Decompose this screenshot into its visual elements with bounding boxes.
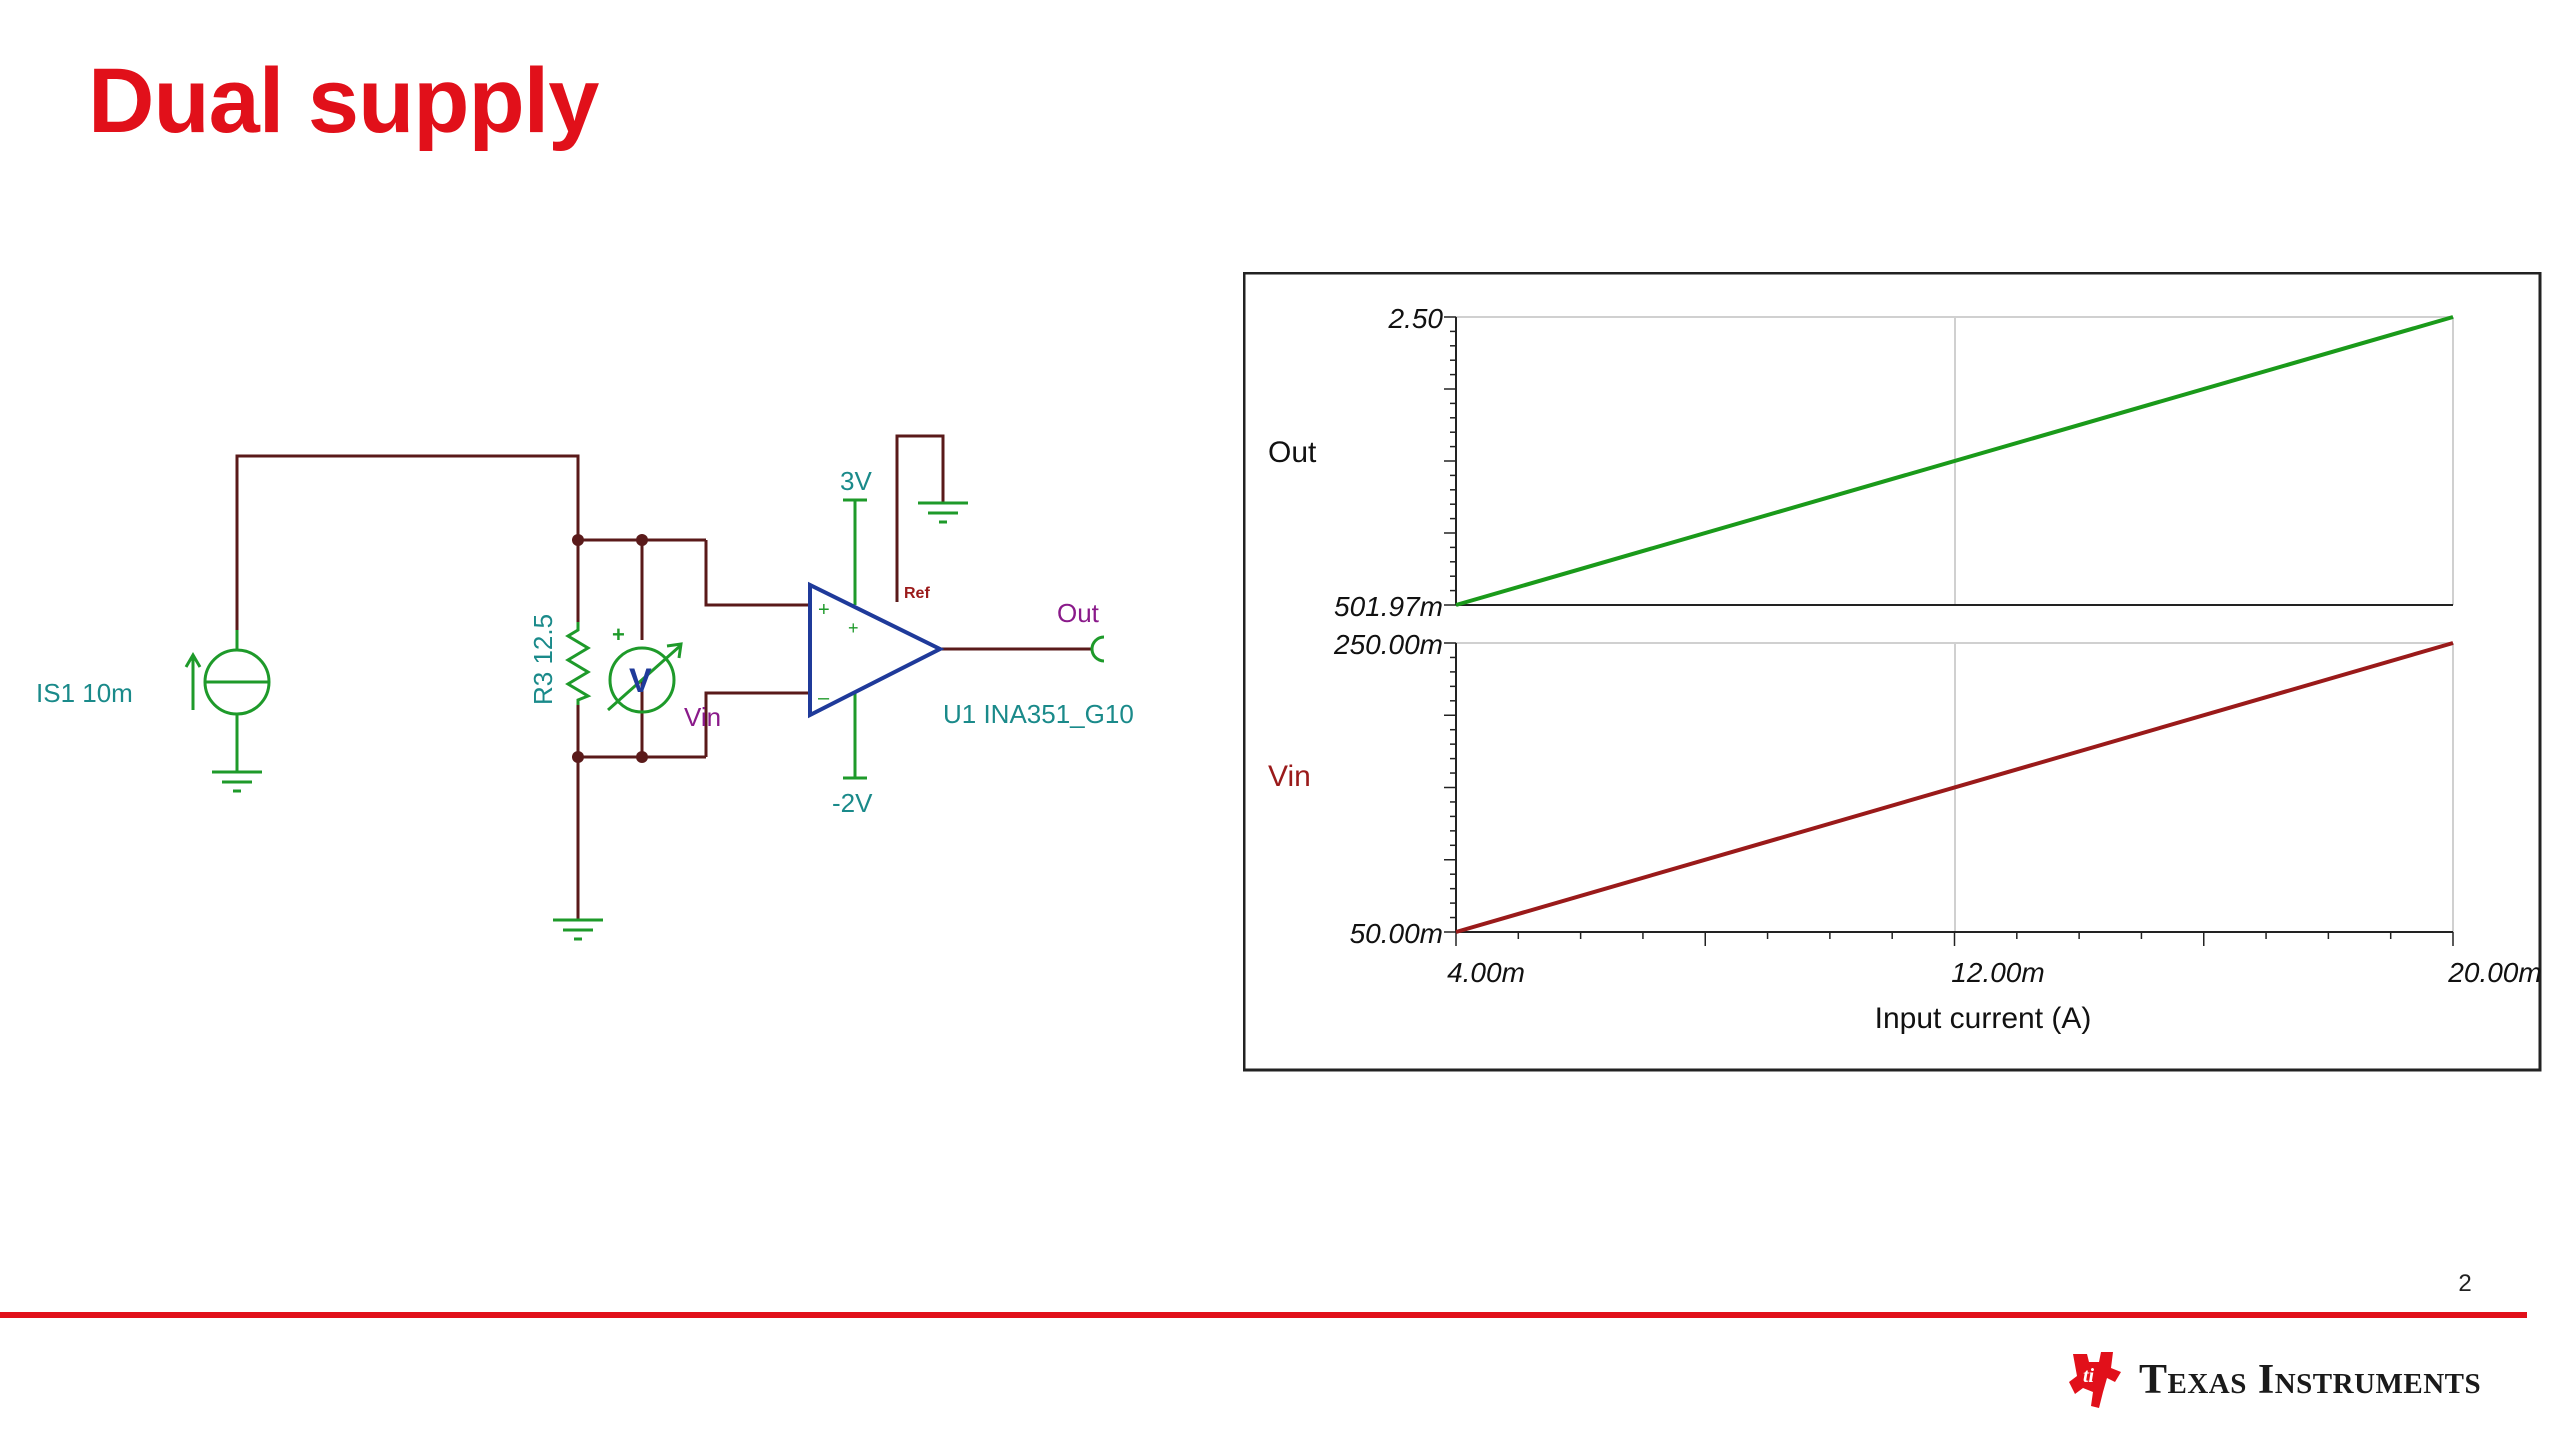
- wire-source-top: [235, 454, 580, 630]
- y-tick-out-bottom: 501.97m: [1334, 591, 1443, 622]
- y-tick-vin-top: 250.00m: [1333, 629, 1443, 660]
- junction-dot: [572, 534, 584, 546]
- x-tick-start: 4.00m: [1447, 957, 1525, 988]
- neg-supply-label: -2V: [832, 788, 873, 818]
- wire-to-plus: [704, 540, 810, 607]
- trace-out: [1455, 315, 2454, 607]
- plot-frame: [1243, 272, 2542, 1072]
- slide-title: Dual supply: [88, 50, 599, 152]
- brand-logo: ti Texas Instruments: [2065, 1348, 2481, 1412]
- footer-rule: [0, 1312, 2527, 1318]
- minor-ticks: [1444, 316, 2454, 946]
- output-terminal: [1090, 635, 1105, 663]
- brand-name: Texas Instruments: [2139, 1357, 2482, 1403]
- voltmeter-letter: V: [629, 662, 652, 700]
- ti-logo-icon: ti: [2069, 1352, 2121, 1408]
- trace-vin: [1455, 641, 2454, 934]
- out-net-label: Out: [1057, 598, 1100, 628]
- ground-symbol-ref: [918, 501, 968, 524]
- opamp-minus-input: –: [818, 687, 830, 709]
- amp-label: U1 INA351_G10: [943, 699, 1134, 729]
- panel-label-vin: Vin: [1268, 760, 1311, 793]
- ground-symbol-node: [553, 918, 603, 941]
- voltmeter-symbol: [607, 642, 683, 714]
- ground-symbol-source: [212, 770, 262, 793]
- opamp-plus-inner: +: [848, 618, 859, 638]
- y-tick-out-top: 2.50: [1388, 303, 1444, 334]
- simulation-plot: 2.50 501.97m 250.00m 50.00m 4.00m 12.00m…: [1243, 272, 2542, 1072]
- junction-dot: [636, 751, 648, 763]
- vin-net-label: Vin: [684, 702, 721, 732]
- wire-ref: [895, 434, 945, 602]
- wire-to-minus: [704, 691, 810, 757]
- pos-supply-label: 3V: [840, 466, 872, 496]
- voltmeter-plus-label: +: [612, 622, 625, 647]
- y-tick-vin-bottom: 50.00m: [1350, 918, 1443, 949]
- x-axis-label: Input current (A): [1875, 1002, 2092, 1035]
- circuit-schematic: IS1 10m R3 12.5 V + Vin + – + Ref 3V -2V…: [36, 434, 1134, 941]
- x-tick-mid: 12.00m: [1951, 957, 2044, 988]
- resistor-symbol: [565, 622, 592, 705]
- source-label: IS1 10m: [36, 678, 133, 708]
- ref-label: Ref: [904, 585, 930, 602]
- page-number: 2: [2458, 1270, 2472, 1297]
- svg-text:ti: ti: [2083, 1365, 2095, 1387]
- opamp-plus-input: +: [818, 599, 830, 621]
- current-source: [184, 630, 271, 772]
- x-tick-end: 20.00m: [2447, 957, 2541, 988]
- junction-dot: [636, 534, 648, 546]
- junction-dot: [572, 751, 584, 763]
- panel-label-out: Out: [1268, 436, 1317, 469]
- resistor-label: R3 12.5: [528, 614, 558, 705]
- opamp-symbol: [808, 581, 945, 719]
